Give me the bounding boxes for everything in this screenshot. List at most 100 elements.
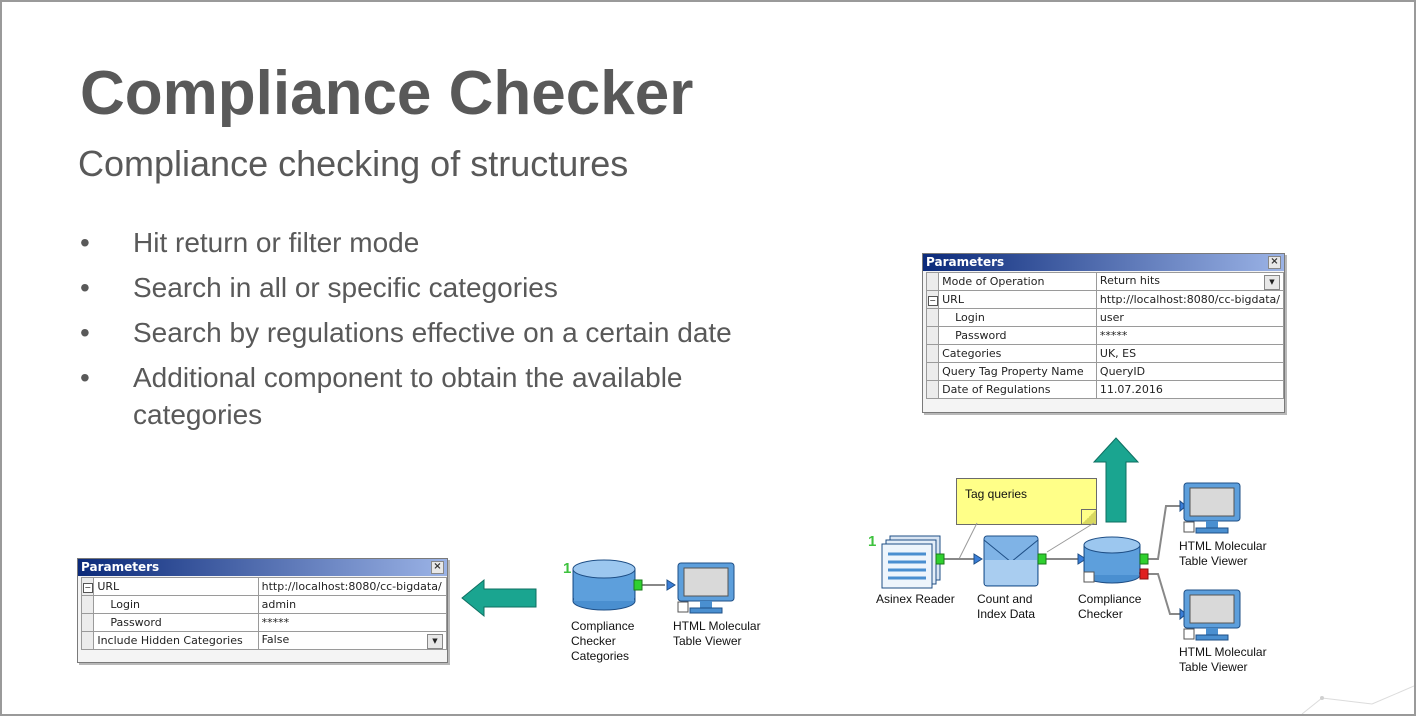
- parameter-value-text: admin: [261, 598, 297, 611]
- output-port[interactable]: [935, 553, 945, 565]
- row-gutter: [925, 308, 940, 327]
- node-label-line: Asinex Reader: [876, 592, 955, 606]
- node-label-line: Checker: [571, 634, 616, 648]
- parameter-label: Include Hidden Categories: [93, 631, 259, 650]
- parameter-value-text: False: [261, 632, 290, 646]
- node-label: HTML Molecular Table Viewer: [1179, 539, 1267, 569]
- node-label-line: Table Viewer: [1179, 554, 1248, 568]
- parameter-value[interactable]: *****: [257, 613, 448, 632]
- input-port[interactable]: [666, 579, 676, 591]
- input-port[interactable]: [1179, 607, 1187, 621]
- parameter-value[interactable]: http://localhost:8080/cc-bigdata/: [257, 577, 448, 596]
- bullet-text: Search in all or specific categories: [133, 272, 558, 303]
- node-label-line: Categories: [571, 649, 630, 663]
- node-label: Count and Index Data: [977, 592, 1035, 622]
- parameter-value[interactable]: False ▼: [257, 631, 448, 650]
- dropdown-icon[interactable]: ▼: [427, 633, 443, 649]
- node-label-line: Compliance: [571, 619, 635, 633]
- bullet-symbol: •: [80, 362, 90, 393]
- node-label: Asinex Reader: [876, 592, 955, 607]
- bullet-text: Hit return or filter mode: [133, 227, 420, 258]
- parameter-value[interactable]: *****: [1095, 326, 1285, 345]
- parameter-value[interactable]: admin: [257, 595, 448, 614]
- monitor-icon[interactable]: [677, 562, 735, 614]
- node-label-line: Table Viewer: [673, 634, 742, 648]
- slide-subtitle: Compliance checking of structures: [78, 143, 629, 184]
- dropdown-icon[interactable]: ▼: [1264, 274, 1280, 290]
- parameter-label: Date of Regulations: [938, 380, 1097, 399]
- parameter-value[interactable]: UK, ES: [1095, 344, 1285, 363]
- parameter-label: Mode of Operation: [938, 272, 1097, 291]
- output-port[interactable]: [1139, 553, 1149, 565]
- parameter-label: Login: [93, 595, 259, 614]
- node-label-line: Table Viewer: [1179, 660, 1248, 674]
- bullet-list: • Hit return or filter mode • Search in al…: [80, 224, 780, 441]
- node-label-line: Compliance: [1078, 592, 1142, 606]
- row-gutter: [925, 272, 940, 291]
- node-label-line: Checker: [1078, 607, 1123, 621]
- node-label: HTML Molecular Table Viewer: [673, 619, 761, 649]
- parameter-value-text: user: [1099, 311, 1124, 324]
- database-icon[interactable]: [1083, 536, 1141, 584]
- node-label: Compliance Checker Categories: [571, 619, 634, 664]
- parameter-value[interactable]: Return hits▼: [1095, 272, 1285, 291]
- row-gutter: [80, 613, 95, 632]
- parameter-value[interactable]: user: [1095, 308, 1285, 327]
- input-port[interactable]: [973, 553, 983, 565]
- bullet-symbol: •: [80, 227, 90, 258]
- output-port[interactable]: [633, 579, 643, 591]
- collapse-icon[interactable]: −: [82, 583, 93, 593]
- bullet-item: • Search in all or specific categories: [80, 269, 780, 306]
- bullet-item: •Search by regulations effective on a ce…: [80, 314, 780, 351]
- bullet-symbol: •: [80, 272, 90, 303]
- parameter-label: Query Tag Property Name: [938, 362, 1097, 381]
- envelope-icon[interactable]: [983, 535, 1039, 587]
- annotation-note[interactable]: Tag queries: [956, 478, 1097, 525]
- parameter-value-text: http://localhost:8080/cc-bigdata/: [261, 580, 442, 593]
- note-fold: [1081, 509, 1096, 524]
- monitor-icon[interactable]: [1183, 589, 1241, 641]
- dialog-header: Parameters ×: [78, 559, 447, 576]
- parameter-value[interactable]: http://localhost:8080/cc-bigdata/: [1095, 290, 1285, 309]
- output-port[interactable]: [1037, 553, 1047, 565]
- parameter-value[interactable]: QueryID: [1095, 362, 1285, 381]
- row-gutter: [925, 362, 940, 381]
- close-icon[interactable]: ×: [1268, 256, 1281, 269]
- monitor-icon[interactable]: [1183, 482, 1241, 534]
- parameter-value-text: http://localhost:8080/cc-bigdata/: [1099, 293, 1280, 306]
- close-icon[interactable]: ×: [431, 561, 444, 574]
- row-gutter: −: [80, 577, 95, 596]
- bullet-symbol: •: [80, 317, 90, 348]
- reader-icon[interactable]: [881, 535, 941, 589]
- input-port[interactable]: [1179, 499, 1187, 513]
- input-port[interactable]: [1077, 553, 1087, 565]
- node-label: HTML Molecular Table Viewer: [1179, 645, 1267, 675]
- parameter-row[interactable]: Password*****: [80, 613, 448, 632]
- node-label-line: HTML Molecular: [673, 619, 761, 633]
- parameter-label: Password: [93, 613, 259, 632]
- row-gutter: [925, 326, 940, 345]
- node-label-line: HTML Molecular: [1179, 539, 1267, 553]
- parameter-label: URL: [938, 290, 1097, 309]
- parameter-value-text: QueryID: [1099, 365, 1146, 378]
- bullet-item: • Hit return or filter mode: [80, 224, 780, 261]
- output-port-failed[interactable]: [1139, 568, 1149, 580]
- collapse-icon[interactable]: −: [927, 296, 938, 306]
- parameter-value-text: 11.07.2016: [1099, 383, 1163, 396]
- row-gutter: −: [925, 290, 940, 309]
- database-icon[interactable]: [572, 559, 636, 611]
- parameter-row[interactable]: Password*****: [925, 326, 1285, 345]
- parameter-value[interactable]: 11.07.2016: [1095, 380, 1285, 399]
